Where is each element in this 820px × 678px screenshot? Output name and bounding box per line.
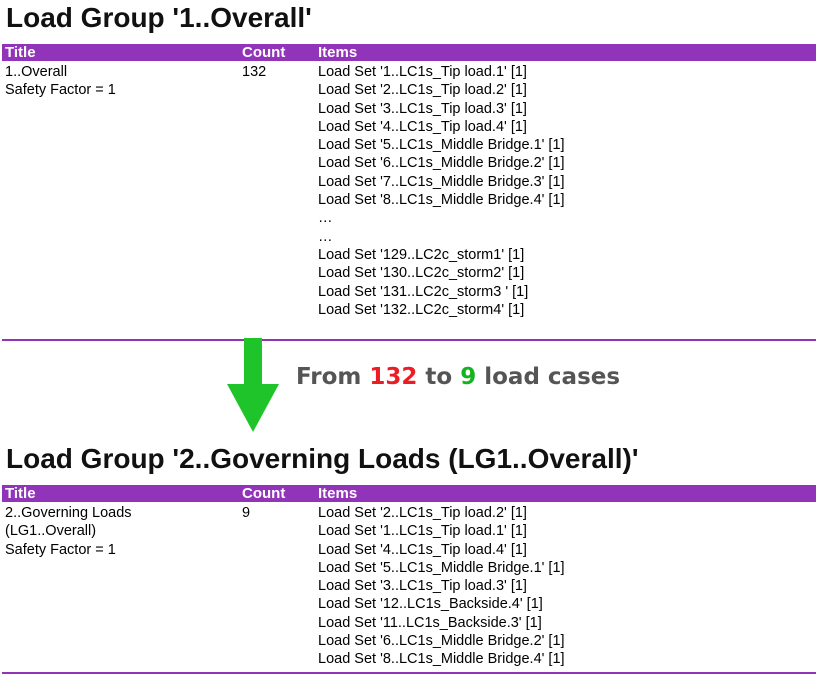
load-group-1-table: Title Count Items 1..Overall Safety Fact… [2,44,816,341]
arrow-down-icon [227,338,279,432]
table-bottom-rule [2,672,816,674]
list-item-ellipsis: … [318,228,333,245]
summary-from-value: 132 [369,364,418,390]
list-item: Load Set '4..LC1s_Tip load.4' [1] [318,118,527,135]
list-item: Load Set '3..LC1s_Tip load.3' [1] [318,100,527,117]
summary-to-value: 9 [460,364,477,390]
list-item: Load Set '5..LC1s_Middle Bridge.1' [1] [318,137,565,154]
list-item-ellipsis: … [318,210,333,227]
title-line: 2..Governing Loads [5,505,132,521]
list-item: Load Set '3..LC1s_Tip load.3' [1] [318,578,527,595]
list-item: Load Set '8..LC1s_Middle Bridge.4' [1] [318,192,565,209]
title-cell: 2..Governing Loads (LG1..Overall) Safety… [5,504,132,559]
list-item: Load Set '2..LC1s_Tip load.2' [1] [318,505,527,521]
list-item: Load Set '2..LC1s_Tip load.2' [1] [318,82,527,99]
load-group-2-title: Load Group '2..Governing Loads (LG1..Ove… [6,443,639,474]
column-header-count: Count [242,485,286,502]
count-cell: 9 [242,504,250,522]
title-line: 1..Overall [5,64,68,80]
list-item: Load Set '132..LC2c_storm4' [1] [318,301,525,318]
column-header-items: Items [318,485,358,502]
load-group-1-title: Load Group '1..Overall' [6,2,312,33]
count-cell: 132 [242,63,266,81]
list-item: Load Set '130..LC2c_storm2' [1] [318,265,525,282]
list-item: Load Set '11..LC1s_Backside.3' [1] [318,614,542,631]
table-bottom-rule [2,339,816,341]
safety-factor: Safety Factor = 1 [5,82,116,99]
summary-suffix: load cases [484,364,621,390]
table-row: 1..Overall Safety Factor = 1 132 Load Se… [2,61,816,341]
table-header: Title Count Items [2,485,816,502]
table-row: 2..Governing Loads (LG1..Overall) Safety… [2,502,816,674]
table-header: Title Count Items [2,44,816,61]
column-header-title: Title [5,44,36,61]
list-item: Load Set '6..LC1s_Middle Bridge.2' [1] [318,633,565,650]
column-header-title: Title [5,485,36,502]
list-item: Load Set '6..LC1s_Middle Bridge.2' [1] [318,155,565,172]
title-cell: 1..Overall Safety Factor = 1 [5,63,116,100]
list-item: Load Set '131..LC2c_storm3 ' [1] [318,283,529,300]
list-item: Load Set '129..LC2c_storm1' [1] [318,246,525,263]
list-item: Load Set '8..LC1s_Middle Bridge.4' [1] [318,651,565,668]
safety-factor: Safety Factor = 1 [5,541,116,558]
count-value: 132 [242,64,267,80]
list-item: Load Set '12..LC1s_Backside.4' [1] [318,596,543,613]
list-item: Load Set '7..LC1s_Middle Bridge.3' [1] [318,173,565,190]
load-group-2-table: Title Count Items 2..Governing Loads (LG… [2,485,816,674]
count-value: 9 [242,505,251,521]
title-line: (LG1..Overall) [5,523,97,540]
column-header-count: Count [242,44,286,61]
items-cell: Load Set '1..LC1s_Tip load.1' [1] Load S… [318,63,565,319]
list-item: Load Set '1..LC1s_Tip load.1' [1] [318,64,527,80]
summary-middle: to [425,364,453,390]
column-header-items: Items [318,44,358,61]
list-item: Load Set '5..LC1s_Middle Bridge.1' [1] [318,559,565,576]
items-cell: Load Set '2..LC1s_Tip load.2' [1] Load S… [318,504,565,669]
list-item: Load Set '1..LC1s_Tip load.1' [1] [318,523,527,540]
reduction-summary: From 132 to 9 load cases [296,364,620,390]
summary-prefix: From [296,364,362,390]
list-item: Load Set '4..LC1s_Tip load.4' [1] [318,541,527,558]
